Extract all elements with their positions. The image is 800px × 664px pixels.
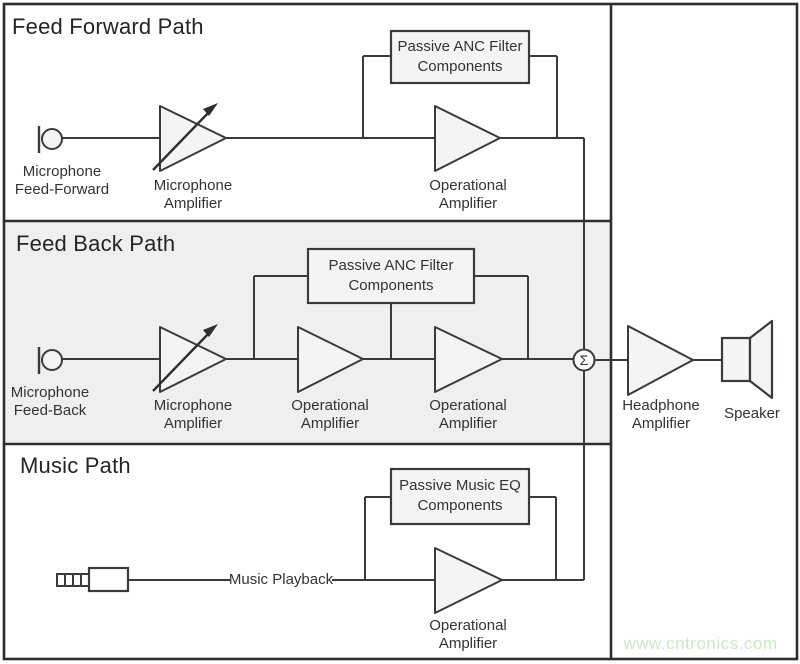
- fb-op-amp-2-triangle: [434, 326, 503, 393]
- sum-symbol: Σ: [579, 352, 589, 368]
- ff-passive-anc-filter-box: [389, 29, 531, 85]
- music-op-amp-label: Operational Amplifier: [429, 617, 507, 652]
- speaker-label: Speaker: [724, 405, 780, 422]
- fb-mic-amp-label: Microphone Amplifier: [153, 397, 233, 432]
- music-eq-box-label: Passive Music EQ Components: [399, 477, 521, 514]
- ff-microphone-icon: [37, 126, 63, 153]
- ff-gain-arrow-icon: [152, 103, 218, 171]
- ff-microphone-label: Microphone Feed-Forward: [14, 163, 110, 198]
- ff-mic-amp-label: Microphone Amplifier: [153, 177, 233, 212]
- ff-op-amp-triangle: [434, 105, 501, 172]
- headphone-amp-label: Headphone Amplifier: [622, 397, 700, 432]
- music-playback-label: Music Playback: [228, 571, 334, 588]
- feed-forward-title: Feed Forward Path: [12, 14, 204, 39]
- audio-jack-icon: [56, 566, 130, 593]
- speaker-icon: [720, 319, 774, 400]
- signal-wires: [62, 55, 722, 581]
- watermark: www.cntronics.com: [623, 634, 778, 653]
- ff-mic-amp-triangle: [159, 105, 227, 172]
- fb-passive-anc-filter-box: [306, 247, 476, 305]
- fb-filter-box-label: Passive ANC Filter Components: [328, 257, 454, 294]
- fb-microphone-icon: [37, 347, 63, 374]
- fb-op-amp-2-label: Operational Amplifier: [429, 397, 507, 432]
- music-passive-eq-box: [389, 467, 531, 526]
- music-op-amp-triangle: [434, 547, 503, 614]
- music-path-title: Music Path: [20, 453, 131, 478]
- fb-gain-arrow-icon: [152, 324, 218, 392]
- feed-back-title: Feed Back Path: [16, 231, 176, 256]
- ff-op-amp-label: Operational Amplifier: [429, 177, 507, 212]
- ff-filter-box-label: Passive ANC Filter Components: [397, 38, 523, 75]
- headphone-amp-triangle: [627, 325, 694, 396]
- fb-op-amp-1-label: Operational Amplifier: [291, 397, 369, 432]
- fb-op-amp-1-triangle: [297, 326, 364, 393]
- fb-microphone-label: Microphone Feed-Back: [10, 384, 90, 419]
- sum-node-icon: [572, 348, 596, 372]
- fb-mic-amp-triangle: [159, 326, 227, 393]
